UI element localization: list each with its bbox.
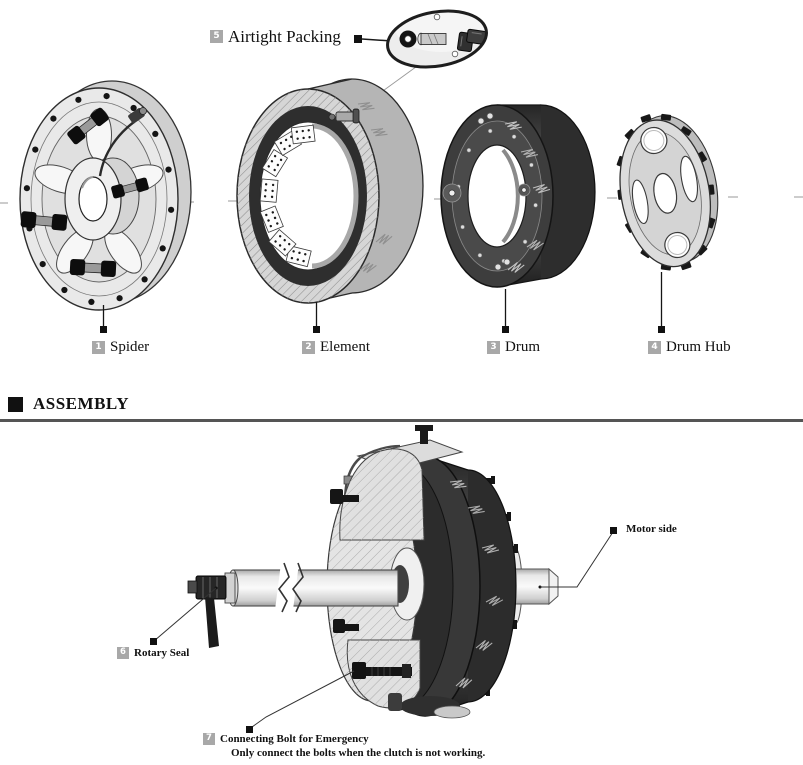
assembly-view-drawing (150, 425, 617, 733)
element-text: Element (320, 339, 370, 355)
section-title: ASSEMBLY (33, 394, 129, 413)
rotary-seal-label: 6 Rotary Seal (117, 647, 189, 660)
assembly-leader-lines (150, 527, 617, 733)
drum-drawing (440, 104, 596, 288)
section-rule (0, 419, 803, 422)
airtight-packing-callout (354, 4, 491, 75)
shading-serrations (357, 102, 551, 689)
part-number-badge-7: 7 (203, 733, 215, 745)
part-number-badge-6: 6 (117, 647, 129, 659)
drum-text: Drum (505, 339, 540, 355)
drum-label: 3 Drum (487, 339, 540, 356)
shaft-drawing (227, 562, 399, 613)
part-number-badge-3: 3 (487, 341, 500, 354)
motor-side-text: Motor side (626, 523, 677, 535)
part-leader-markers (100, 326, 665, 333)
airtight-packing-label: 5 Airtight Packing (210, 27, 341, 47)
connecting-bolt-note: Only connect the bolts when the clutch i… (231, 747, 486, 759)
motor-side-label: Motor side (626, 523, 677, 536)
rotary-seal-drawing (187, 572, 236, 648)
rotary-seal-text: Rotary Seal (134, 647, 190, 659)
part-number-badge-2: 2 (302, 341, 315, 354)
spider-label: 1 Spider (92, 339, 149, 356)
drum-hub-drawing (616, 113, 719, 271)
spider-drawing (19, 80, 192, 311)
part-leader-lines (102, 272, 663, 326)
connecting-bolt-drawing (352, 662, 412, 679)
part-number-badge-5: 5 (210, 30, 223, 43)
drum-hub-text: Drum Hub (666, 339, 731, 355)
part-number-badge-4: 4 (648, 341, 661, 354)
element-drawing (236, 63, 424, 304)
element-label: 2 Element (302, 339, 370, 356)
section-bullet-icon (8, 396, 23, 412)
part-number-badge-1: 1 (92, 341, 105, 354)
assembly-left-bolts (330, 489, 359, 633)
exploded-view-drawing (0, 4, 803, 333)
assembly-bottom-feet (388, 693, 471, 719)
assembly-section-header: ASSEMBLY (8, 394, 129, 414)
spider-text: Spider (110, 339, 150, 355)
airtight-packing-text: Airtight Packing (228, 27, 341, 46)
drum-hub-label: 4 Drum Hub (648, 339, 731, 356)
connecting-bolt-label: 7 Connecting Bolt for Emergency (203, 733, 369, 746)
connecting-bolt-text: Connecting Bolt for Emergency (220, 733, 369, 745)
